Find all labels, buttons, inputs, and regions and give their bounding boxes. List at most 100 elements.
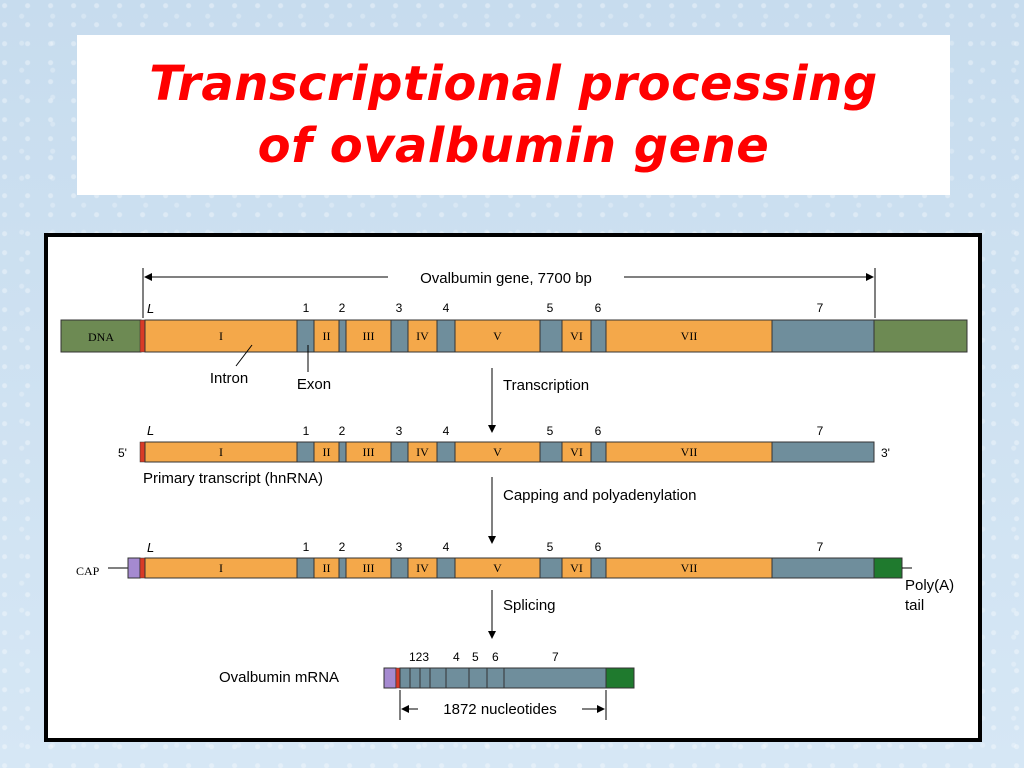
exon-number: 7 xyxy=(817,424,824,438)
intron-numeral: I xyxy=(219,561,223,575)
exon-number: 2 xyxy=(339,540,346,554)
intron-numeral: II xyxy=(323,561,331,575)
intron-numeral: VI xyxy=(570,445,583,459)
three-prime-label: 3' xyxy=(881,446,890,460)
exon-number: 5 xyxy=(547,301,554,315)
poly-a-label-1: Poly(A) xyxy=(905,577,954,594)
exon-segment xyxy=(390,557,409,579)
mrna-exon-number-4: 4 xyxy=(453,650,460,664)
poly-a-block xyxy=(873,557,903,579)
exon-segment xyxy=(771,441,875,463)
primary-leader-label: L xyxy=(147,423,154,438)
exon-number: 4 xyxy=(443,540,450,554)
intron-numeral: III xyxy=(363,561,375,575)
intron-numeral: II xyxy=(323,445,331,459)
intron-numeral: VII xyxy=(681,329,698,343)
exon-segment xyxy=(590,557,607,579)
gene-span: Ovalbumin gene, 7700 bp xyxy=(142,268,876,318)
intron-numeral: V xyxy=(493,561,502,575)
exon-segment xyxy=(296,557,315,579)
mrna-label: Ovalbumin mRNA xyxy=(219,669,339,686)
intron-numeral: VI xyxy=(570,561,583,575)
mrna-poly-a xyxy=(605,667,635,689)
mrna-exon-number-7: 7 xyxy=(552,650,559,664)
mrna-leader xyxy=(395,667,401,689)
mrna-exon-number-6: 6 xyxy=(492,650,499,664)
exon-number: 2 xyxy=(339,424,346,438)
intron-numeral: I xyxy=(219,329,223,343)
exon-segment xyxy=(590,441,607,463)
intron-numeral: V xyxy=(493,329,502,343)
exon-segment xyxy=(390,441,409,463)
exon-number: 1 xyxy=(303,301,310,315)
exon-segment xyxy=(436,441,456,463)
exon-segment xyxy=(539,441,563,463)
exon-number: 7 xyxy=(817,540,824,554)
poly-a-label-2: tail xyxy=(905,597,924,614)
intron-numeral: IV xyxy=(416,329,429,343)
title-line-2: of ovalbumin gene xyxy=(257,118,770,174)
exon-segment xyxy=(771,557,875,579)
dna-label: DNA xyxy=(88,330,114,344)
splicing-label: Splicing xyxy=(503,597,556,614)
dna-3-flank xyxy=(873,319,968,353)
mrna-row: Ovalbumin mRNA 123 4 5 6 7 1872 nucleoti… xyxy=(219,650,635,720)
cap-block xyxy=(127,557,141,579)
exon-number: 4 xyxy=(443,301,450,315)
exon-segment xyxy=(338,557,347,579)
exon-segment xyxy=(436,319,456,353)
exon-segment xyxy=(390,319,409,353)
intron-segment xyxy=(407,319,438,353)
title-line-1: Transcriptional processing xyxy=(149,56,878,112)
leader-segment xyxy=(139,441,146,463)
capping-label: Capping and polyadenylation xyxy=(503,487,696,504)
exon-number: 7 xyxy=(817,301,824,315)
exon-number: 3 xyxy=(396,301,403,315)
exon-segment xyxy=(338,441,347,463)
exon-segment xyxy=(296,319,315,353)
title-box: Transcriptional processing of ovalbumin … xyxy=(77,35,950,195)
leader-segment xyxy=(139,557,146,579)
capped-leader-label: L xyxy=(147,540,154,555)
exon-number: 1 xyxy=(303,540,310,554)
intron-numeral: V xyxy=(493,445,502,459)
exon-segment xyxy=(590,319,607,353)
gene-span-label: Ovalbumin gene, 7700 bp xyxy=(420,270,592,287)
intron-numeral: VII xyxy=(681,561,698,575)
intron-segment xyxy=(454,319,541,353)
intron-numeral: III xyxy=(363,329,375,343)
capped-exon-numbers: 1 2 3 4 5 6 7 xyxy=(303,540,824,554)
exon-segment xyxy=(338,319,347,353)
intron-numeral: VI xyxy=(570,329,583,343)
exon-number: 6 xyxy=(595,540,602,554)
intron-numeral: III xyxy=(363,445,375,459)
intron-segment xyxy=(561,319,592,353)
leader-segment xyxy=(139,319,146,353)
exon-number: 3 xyxy=(396,540,403,554)
intron-label: Intron xyxy=(210,370,248,387)
intron-segment xyxy=(605,319,773,353)
transcription-label: Transcription xyxy=(503,377,589,394)
exon-number: 6 xyxy=(595,424,602,438)
intron-numeral: VII xyxy=(681,445,698,459)
exon-number: 4 xyxy=(443,424,450,438)
exon-segment xyxy=(539,319,563,353)
exon-number: 1 xyxy=(303,424,310,438)
mrna-cap xyxy=(383,667,397,689)
intron-numeral: IV xyxy=(416,445,429,459)
intron-segment xyxy=(144,319,298,353)
exon-label: Exon xyxy=(297,376,331,393)
exon-number: 2 xyxy=(339,301,346,315)
exon-number: 5 xyxy=(547,540,554,554)
exon-segment xyxy=(436,557,456,579)
exon-segment xyxy=(771,319,875,353)
exon-number: 5 xyxy=(547,424,554,438)
intron-numeral: IV xyxy=(416,561,429,575)
